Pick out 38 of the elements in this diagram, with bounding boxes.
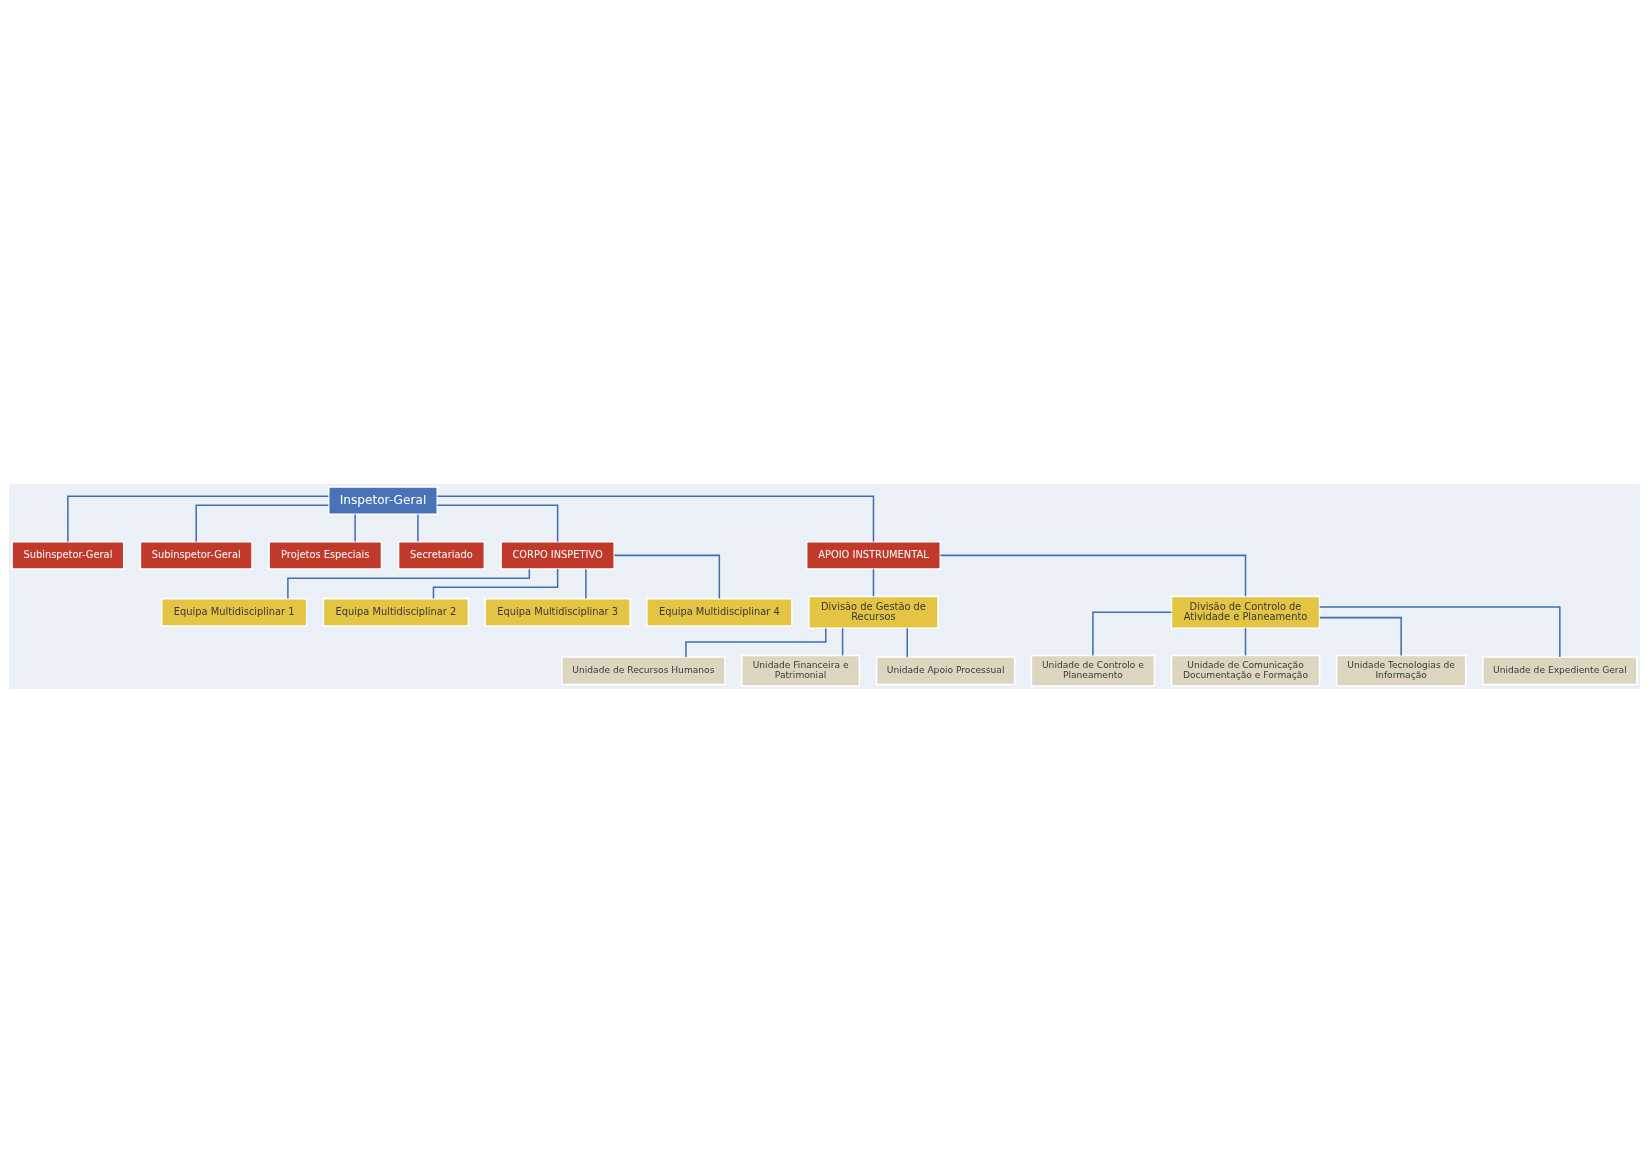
connector	[841, 627, 844, 657]
connector	[872, 568, 875, 597]
node-box: Equipa Multidisciplinar 3	[484, 597, 631, 627]
node-box: Subinspetor-Geral	[11, 540, 125, 570]
connector	[67, 495, 330, 543]
node-box: APOIO INSTRUMENTAL	[805, 540, 942, 570]
connector	[195, 504, 330, 543]
connector	[1244, 627, 1247, 657]
node-box: CORPO INSPETIVO	[500, 540, 615, 570]
connector	[354, 513, 356, 543]
node-box: Projetos Especiais	[268, 540, 383, 570]
connector	[417, 513, 419, 543]
node-box: Unidade de Expediente Geral	[1482, 656, 1638, 686]
node-box: Unidade de Controlo e Planeamento	[1030, 654, 1156, 687]
connector	[585, 568, 587, 600]
connector	[1318, 606, 1561, 658]
node-box: Unidade de Comunicação Documentação e Formação	[1170, 654, 1321, 687]
node-box: Unidade Apoio Processual	[875, 656, 1016, 686]
node-box: Divisão de Controlo de Atividade e Planeamento	[1170, 595, 1321, 629]
connector	[939, 554, 1247, 597]
connector	[1318, 616, 1402, 657]
node-box: Equipa Multidisciplinar 1	[160, 597, 308, 627]
connector	[436, 504, 559, 543]
connector	[432, 568, 559, 600]
node-box: Unidade Financeira e Patrimonial	[741, 654, 861, 687]
node-box: Equipa Multidisciplinar 4	[646, 597, 793, 627]
connector	[685, 627, 827, 658]
connector	[436, 495, 875, 543]
node-box: Unidade Tecnologias de Informação	[1335, 654, 1467, 687]
connector	[613, 554, 721, 600]
node-box: Secretariado	[397, 540, 486, 570]
node-box: Inspetor-Geral	[327, 486, 439, 516]
node-box: Subinspetor-Geral	[139, 540, 253, 570]
node-box: Unidade de Recursos Humanos	[561, 656, 726, 686]
node-box: Equipa Multidisciplinar 2	[322, 597, 470, 627]
connector	[1092, 611, 1173, 657]
connector	[906, 627, 908, 658]
node-box: Divisão de Gestão de Recursos	[808, 595, 939, 629]
